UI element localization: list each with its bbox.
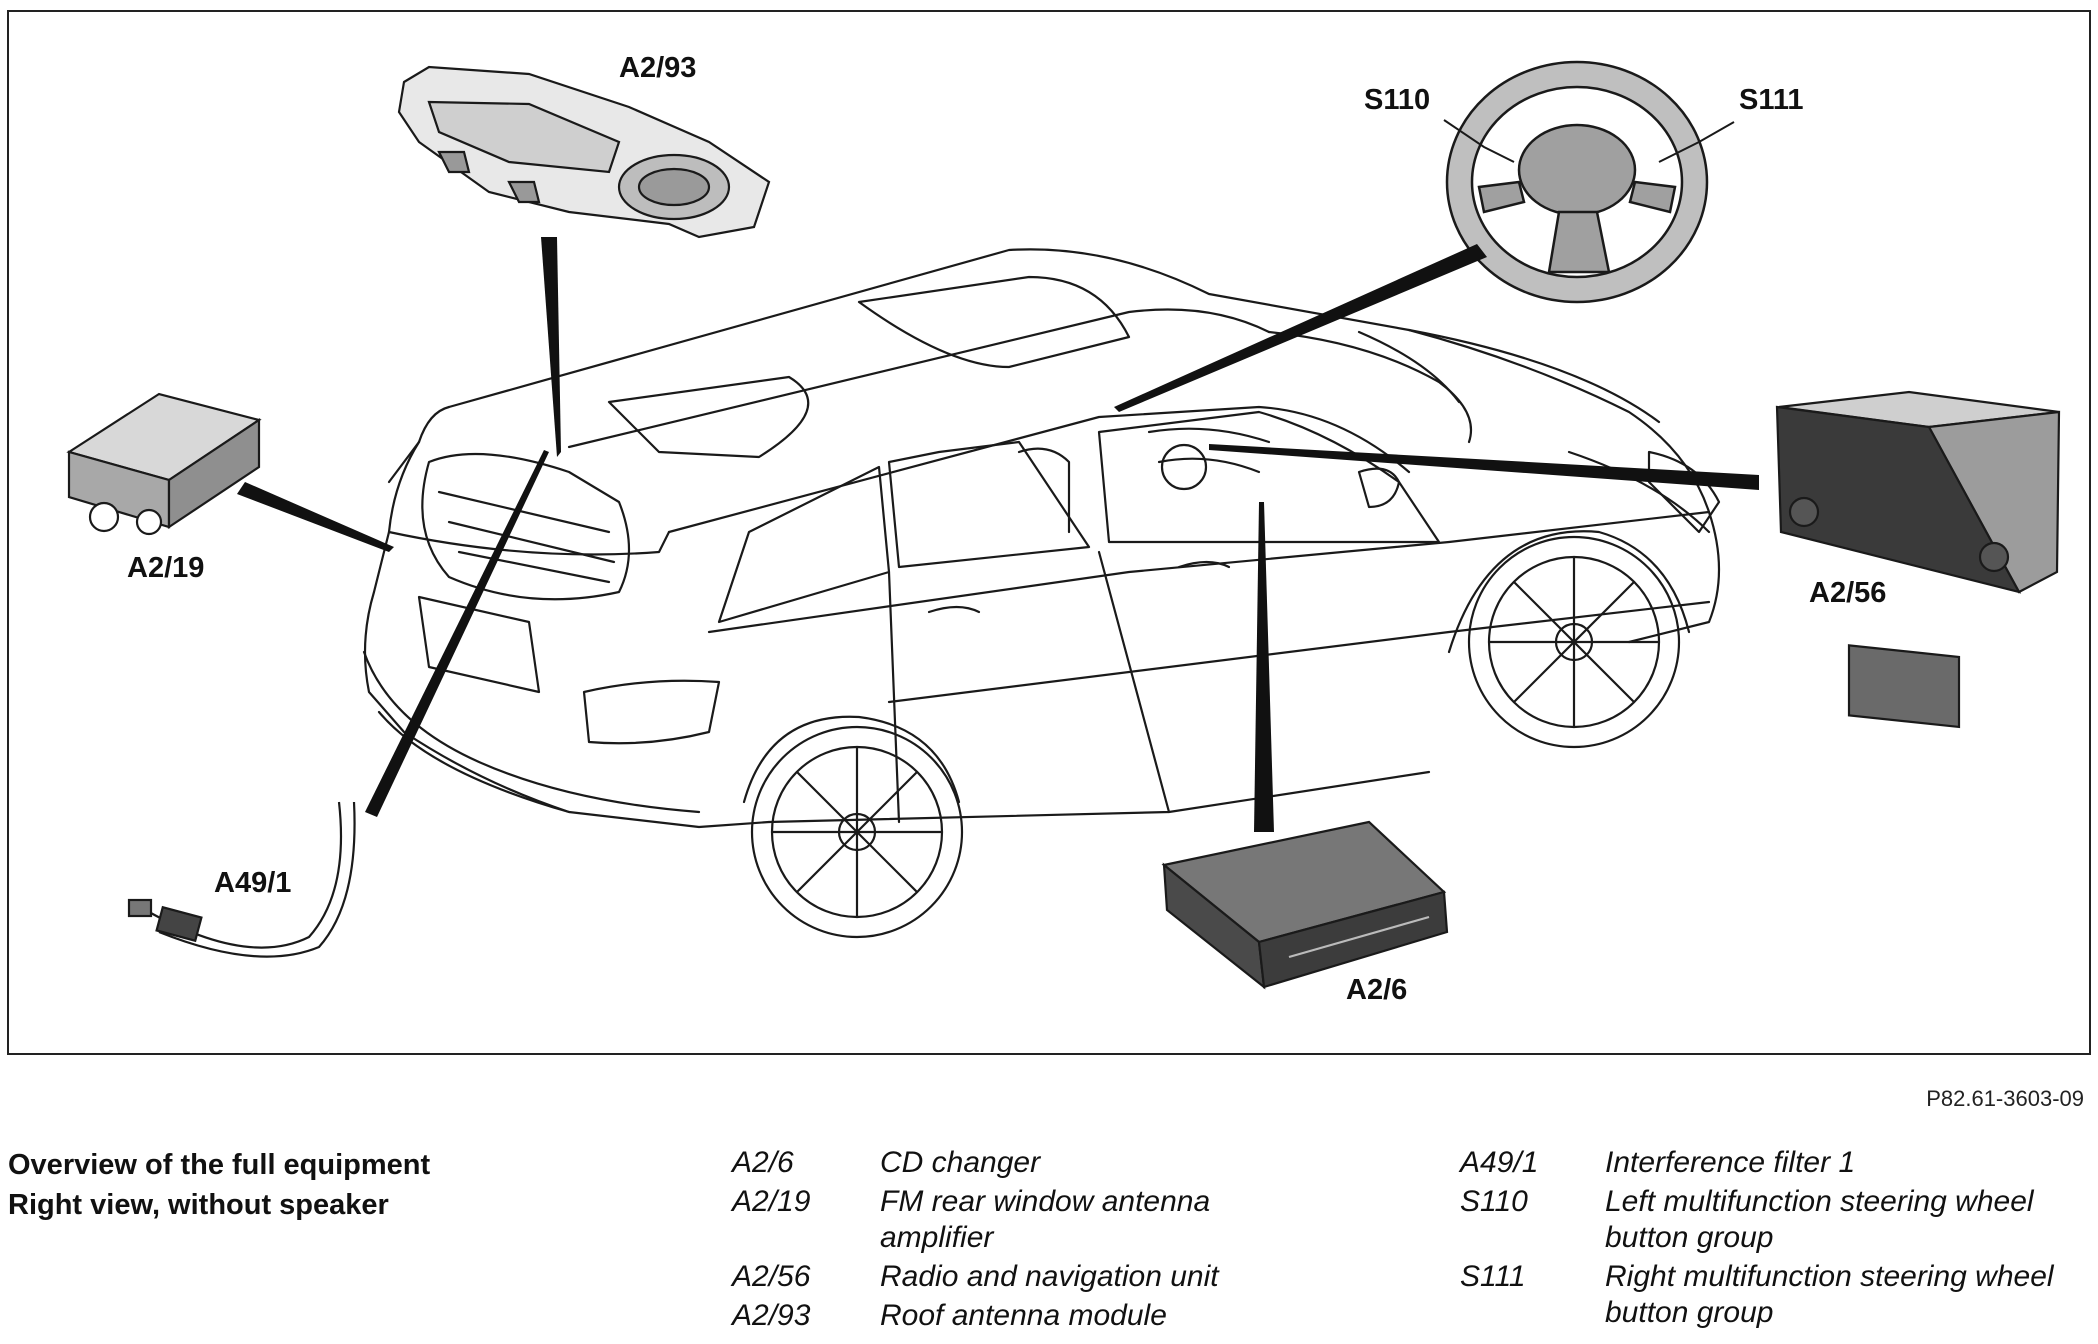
vehicle-line-drawing bbox=[66, 60, 2061, 990]
legend-left: A2/6 CD changer A2/19 FM rear window ant… bbox=[732, 1145, 1280, 1337]
label-s110: S110 bbox=[1364, 84, 1431, 116]
figure-reference-id: P82.61-3603-09 bbox=[1926, 1086, 2084, 1111]
label-s111: S111 bbox=[1739, 84, 1804, 116]
label-a2-93: A2/93 bbox=[619, 52, 697, 84]
legend-code: A2/93 bbox=[732, 1299, 811, 1332]
caption-line-2: Right view, without speaker bbox=[8, 1189, 389, 1221]
figure-caption: Overview of the full equipment Right vie… bbox=[8, 1145, 430, 1225]
vehicle-body bbox=[362, 248, 1721, 939]
legend-code: A2/19 bbox=[732, 1185, 811, 1218]
legend-right: A49/1 Interference filter 1 S110 Left mu… bbox=[1460, 1145, 2095, 1334]
caption-line-1: Overview of the full equipment bbox=[8, 1149, 431, 1181]
interference-filter-part bbox=[127, 801, 356, 958]
legend-description: Radio and navigation unit bbox=[880, 1260, 1219, 1293]
legend-row: A2/56 Radio and navigation unit bbox=[732, 1259, 1280, 1295]
label-a49-1: A49/1 bbox=[214, 867, 292, 899]
component-location-figure: A2/93 S110 S111 A2/19 A2/56 A49/1 A2/6 bbox=[7, 10, 2091, 1055]
legend-row: A49/1 Interference filter 1 bbox=[1460, 1145, 2095, 1181]
leader-wedges bbox=[237, 237, 1759, 832]
legend-code: S111 bbox=[1460, 1260, 1526, 1293]
legend-description: FM rear window antenna amplifier bbox=[880, 1185, 1211, 1254]
steering-wheel-leaders bbox=[1443, 119, 1735, 163]
legend-description: Left multifunction steering wheel button… bbox=[1605, 1185, 2034, 1254]
legend-row: A2/19 FM rear window antenna amplifier bbox=[732, 1184, 1280, 1256]
legend-row: A2/6 CD changer bbox=[732, 1145, 1280, 1181]
antenna-amplifier-part bbox=[66, 392, 262, 536]
label-a2-56: A2/56 bbox=[1809, 577, 1887, 609]
radio-navigation-unit-part bbox=[1775, 390, 2061, 729]
cd-changer-part bbox=[1161, 820, 1449, 990]
legend-row: A2/93 Roof antenna module bbox=[732, 1298, 1280, 1334]
legend-row: S111 Right multifunction steering wheel … bbox=[1460, 1259, 2095, 1331]
legend-code: A49/1 bbox=[1460, 1146, 1539, 1179]
steering-wheel-part bbox=[1445, 60, 1709, 304]
legend-description: Roof antenna module bbox=[880, 1299, 1167, 1332]
legend-description: Interference filter 1 bbox=[1605, 1146, 1856, 1179]
roof-antenna-module-part bbox=[397, 65, 771, 239]
legend-code: A2/6 bbox=[732, 1146, 794, 1179]
legend-code: S110 bbox=[1460, 1185, 1528, 1218]
legend-description: Right multifunction steering wheel butto… bbox=[1605, 1260, 2054, 1329]
legend-description: CD changer bbox=[880, 1146, 1041, 1179]
label-a2-6: A2/6 bbox=[1346, 974, 1408, 1006]
legend-code: A2/56 bbox=[732, 1260, 811, 1293]
legend-row: S110 Left multifunction steering wheel b… bbox=[1460, 1184, 2095, 1256]
label-a2-19: A2/19 bbox=[127, 552, 205, 584]
